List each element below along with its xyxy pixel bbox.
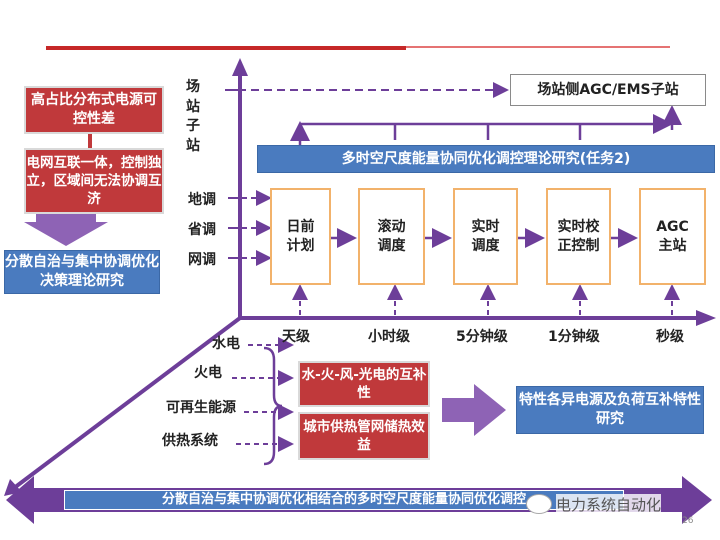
wechat-icon: [526, 494, 552, 514]
label-grid: 网调: [188, 252, 216, 268]
step-correction: 实时校正控制: [546, 188, 611, 285]
middle-box-complementarity-text: 水-火-风-光电的互补性: [301, 366, 427, 401]
station-agc-box: 场站侧AGC/EMS子站: [510, 74, 706, 106]
left-box-decision-theory-text: 分散自治与集中协调优化决策理论研究: [5, 254, 159, 289]
step-agc-master-text: AGC主站: [656, 218, 689, 254]
title-bar-light: [406, 46, 670, 48]
left-box-decision-theory: 分散自治与集中协调优化决策理论研究: [4, 250, 160, 294]
watermark-text: 电力系统自动化: [556, 494, 662, 515]
left-box-interconnect-text: 电网互联一体，控制独立，区域间无法协调互济: [26, 154, 162, 208]
left-down-arrow: [24, 212, 108, 246]
step-day-ahead-text: 日前计划: [286, 218, 315, 254]
step-correction-text: 实时校正控制: [557, 218, 600, 254]
label-province: 省调: [188, 222, 216, 238]
band-multi-scale-text: 多时空尺度能量协同优化调控理论研究(任务2): [341, 150, 631, 167]
right-box-complementary-study-text: 特性各异电源及负荷互补特性研究: [519, 392, 701, 427]
brace: [263, 346, 283, 466]
station-agc-text: 场站侧AGC/EMS子站: [537, 81, 679, 98]
left-box-distributed-text: 高占比分布式电源可控性差: [31, 92, 157, 127]
y-axis-arrow: [232, 58, 248, 76]
step-realtime: 实时调度: [453, 188, 518, 285]
middle-box-complementarity: 水-火-风-光电的互补性: [298, 361, 430, 407]
title-bar-red: [46, 46, 406, 50]
energy-heating: 供热系统: [162, 433, 218, 449]
bottom-band-text-box: 分散自治与集中协调优化相结合的多时空尺度能量协同优化调控: [64, 490, 624, 510]
step-realtime-text: 实时调度: [471, 218, 500, 254]
middle-box-heating-storage-text: 城市供热管网储热效益: [303, 418, 425, 453]
z-axis: [12, 316, 242, 490]
time-day: 天级: [282, 329, 310, 345]
time-5min: 5分钟级: [456, 329, 508, 345]
step-agc-master: AGC主站: [639, 188, 706, 285]
time-second: 秒级: [656, 329, 684, 345]
energy-renewable: 可再生能源: [166, 400, 236, 416]
band-multi-scale: 多时空尺度能量协同优化调控理论研究(任务2): [257, 145, 715, 173]
x-axis-arrow: [696, 310, 716, 326]
right-block-arrow: [442, 384, 506, 436]
energy-hydro: 水电: [212, 336, 240, 352]
bottom-band-text: 分散自治与集中协调优化相结合的多时空尺度能量协同优化调控: [161, 492, 526, 508]
label-prefecture: 地调: [188, 192, 216, 208]
time-hour: 小时级: [368, 329, 410, 345]
left-box-distributed: 高占比分布式电源可控性差: [24, 86, 164, 134]
label-station: 场站子站: [186, 79, 200, 154]
step-rolling-text: 滚动调度: [377, 218, 406, 254]
energy-thermal: 火电: [194, 365, 222, 381]
left-box-interconnect: 电网互联一体，控制独立，区域间无法协调互济: [24, 148, 164, 214]
middle-box-heating-storage: 城市供热管网储热效益: [298, 412, 430, 460]
right-box-complementary-study: 特性各异电源及负荷互补特性研究: [516, 386, 704, 434]
step-day-ahead: 日前计划: [270, 188, 331, 285]
step-rolling: 滚动调度: [358, 188, 425, 285]
time-1min: 1分钟级: [548, 329, 600, 345]
left-connector: [88, 134, 92, 148]
page-number: 26: [682, 516, 694, 526]
